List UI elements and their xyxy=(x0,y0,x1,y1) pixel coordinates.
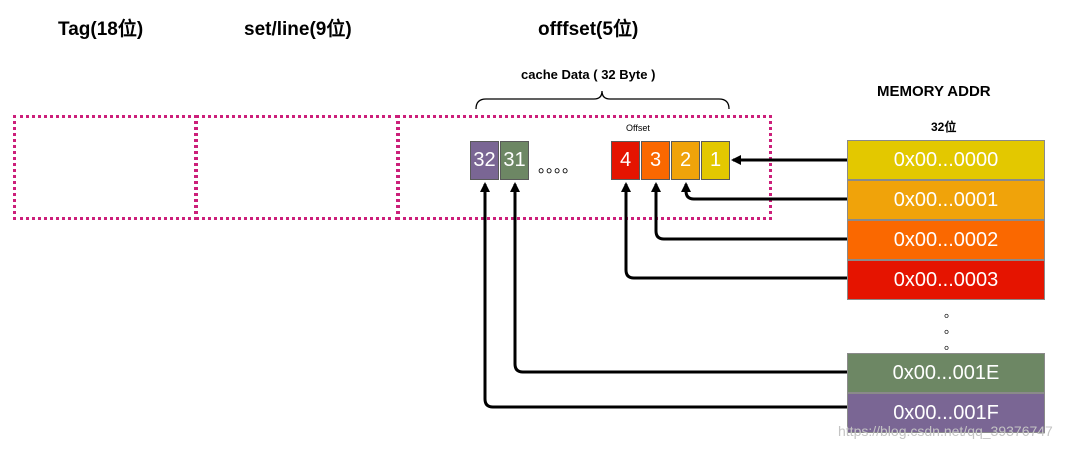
arrow-0001-to-byte2 xyxy=(681,182,847,201)
offset-header: offfset(5位) xyxy=(538,19,639,40)
arrow-001F-to-byte32 xyxy=(480,182,847,409)
cache-byte-1: 1 xyxy=(701,141,730,180)
cache-data-brace xyxy=(475,90,730,110)
memory-addr-0003: 0x00...0003 xyxy=(847,260,1045,300)
memory-addr-0001: 0x00...0001 xyxy=(847,180,1045,220)
cache-data-label: cache Data ( 32 Byte ) xyxy=(521,67,656,82)
memory-addr-001F: 0x00...001F xyxy=(847,393,1045,433)
offset-label: Offset xyxy=(626,123,650,133)
memory-gap-dot: 。 xyxy=(944,305,958,320)
set-line-header: set/line(9位) xyxy=(244,19,352,40)
cache-byte-4: 4 xyxy=(611,141,640,180)
arrow-001E-to-byte31 xyxy=(510,182,847,374)
memory-gap-dot: 。 xyxy=(944,321,958,336)
memory-width-label: 32位 xyxy=(931,120,957,134)
cache-byte-2: 2 xyxy=(671,141,700,180)
offset-field-box xyxy=(397,115,772,220)
tag-header: Tag(18位) xyxy=(58,19,144,40)
cells-ellipsis: 。。。。 xyxy=(538,159,579,176)
memory-addr-0002: 0x00...0002 xyxy=(847,220,1045,260)
cache-byte-32: 32 xyxy=(470,141,499,180)
cache-byte-3: 3 xyxy=(641,141,670,180)
cache-byte-31: 31 xyxy=(500,141,529,180)
memory-addr-001E: 0x00...001E xyxy=(847,353,1045,393)
memory-addr-0000: 0x00...0000 xyxy=(847,140,1045,180)
arrow-0003-to-byte4 xyxy=(621,182,847,280)
arrow-0002-to-byte3 xyxy=(651,182,847,241)
watermark: https://blog.csdn.net/qq_39376747 xyxy=(838,423,1053,439)
memory-gap-dot: 。 xyxy=(944,337,958,352)
memory-addr-title: MEMORY ADDR xyxy=(877,83,991,100)
